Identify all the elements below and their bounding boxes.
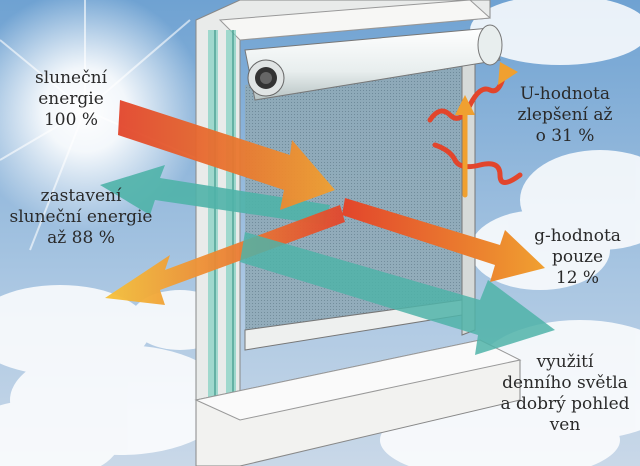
label-line: zastavení <box>40 186 122 206</box>
roller-box <box>244 24 503 101</box>
label-line: sluneční <box>34 68 108 88</box>
label-line: 12 % <box>555 268 600 288</box>
sill-top <box>194 339 522 421</box>
label-line: energie <box>38 89 104 109</box>
label-line: ven <box>549 415 581 435</box>
label-line: o 31 % <box>535 126 595 146</box>
label-line: denního světla <box>502 373 628 393</box>
label-line: pouze <box>551 247 604 267</box>
label-line: U-hodnota <box>520 84 610 104</box>
g-value-label: g-hodnota pouze 12 % <box>520 226 635 289</box>
label-line: g-hodnota <box>534 226 621 246</box>
solar-energy-label: sluneční energie 100 % <box>10 68 132 131</box>
blocked-energy-label: zastavení sluneční energie až 88 % <box>0 186 162 249</box>
label-line: a dobrý pohled <box>500 394 630 414</box>
u-value-label: U-hodnota zlepšení až o 31 % <box>505 84 625 147</box>
u-value-up-arrowhead <box>455 95 475 115</box>
u-value-arrowhead <box>498 62 518 85</box>
daylight-arrow <box>240 232 555 355</box>
incoming-solar-arrow <box>118 100 335 210</box>
reflected-energy-arrow <box>105 205 345 305</box>
label-line: zlepšení až <box>517 105 613 125</box>
label-line: až 88 % <box>47 228 115 248</box>
label-line: sluneční energie <box>9 207 153 227</box>
label-line: využití <box>536 352 594 372</box>
g-value-arrow <box>342 198 545 282</box>
teal-reflected-arrow <box>100 165 330 225</box>
label-line: 100 % <box>43 110 98 130</box>
daylight-label: využití denního světla a dobrý pohled ve… <box>490 352 640 436</box>
